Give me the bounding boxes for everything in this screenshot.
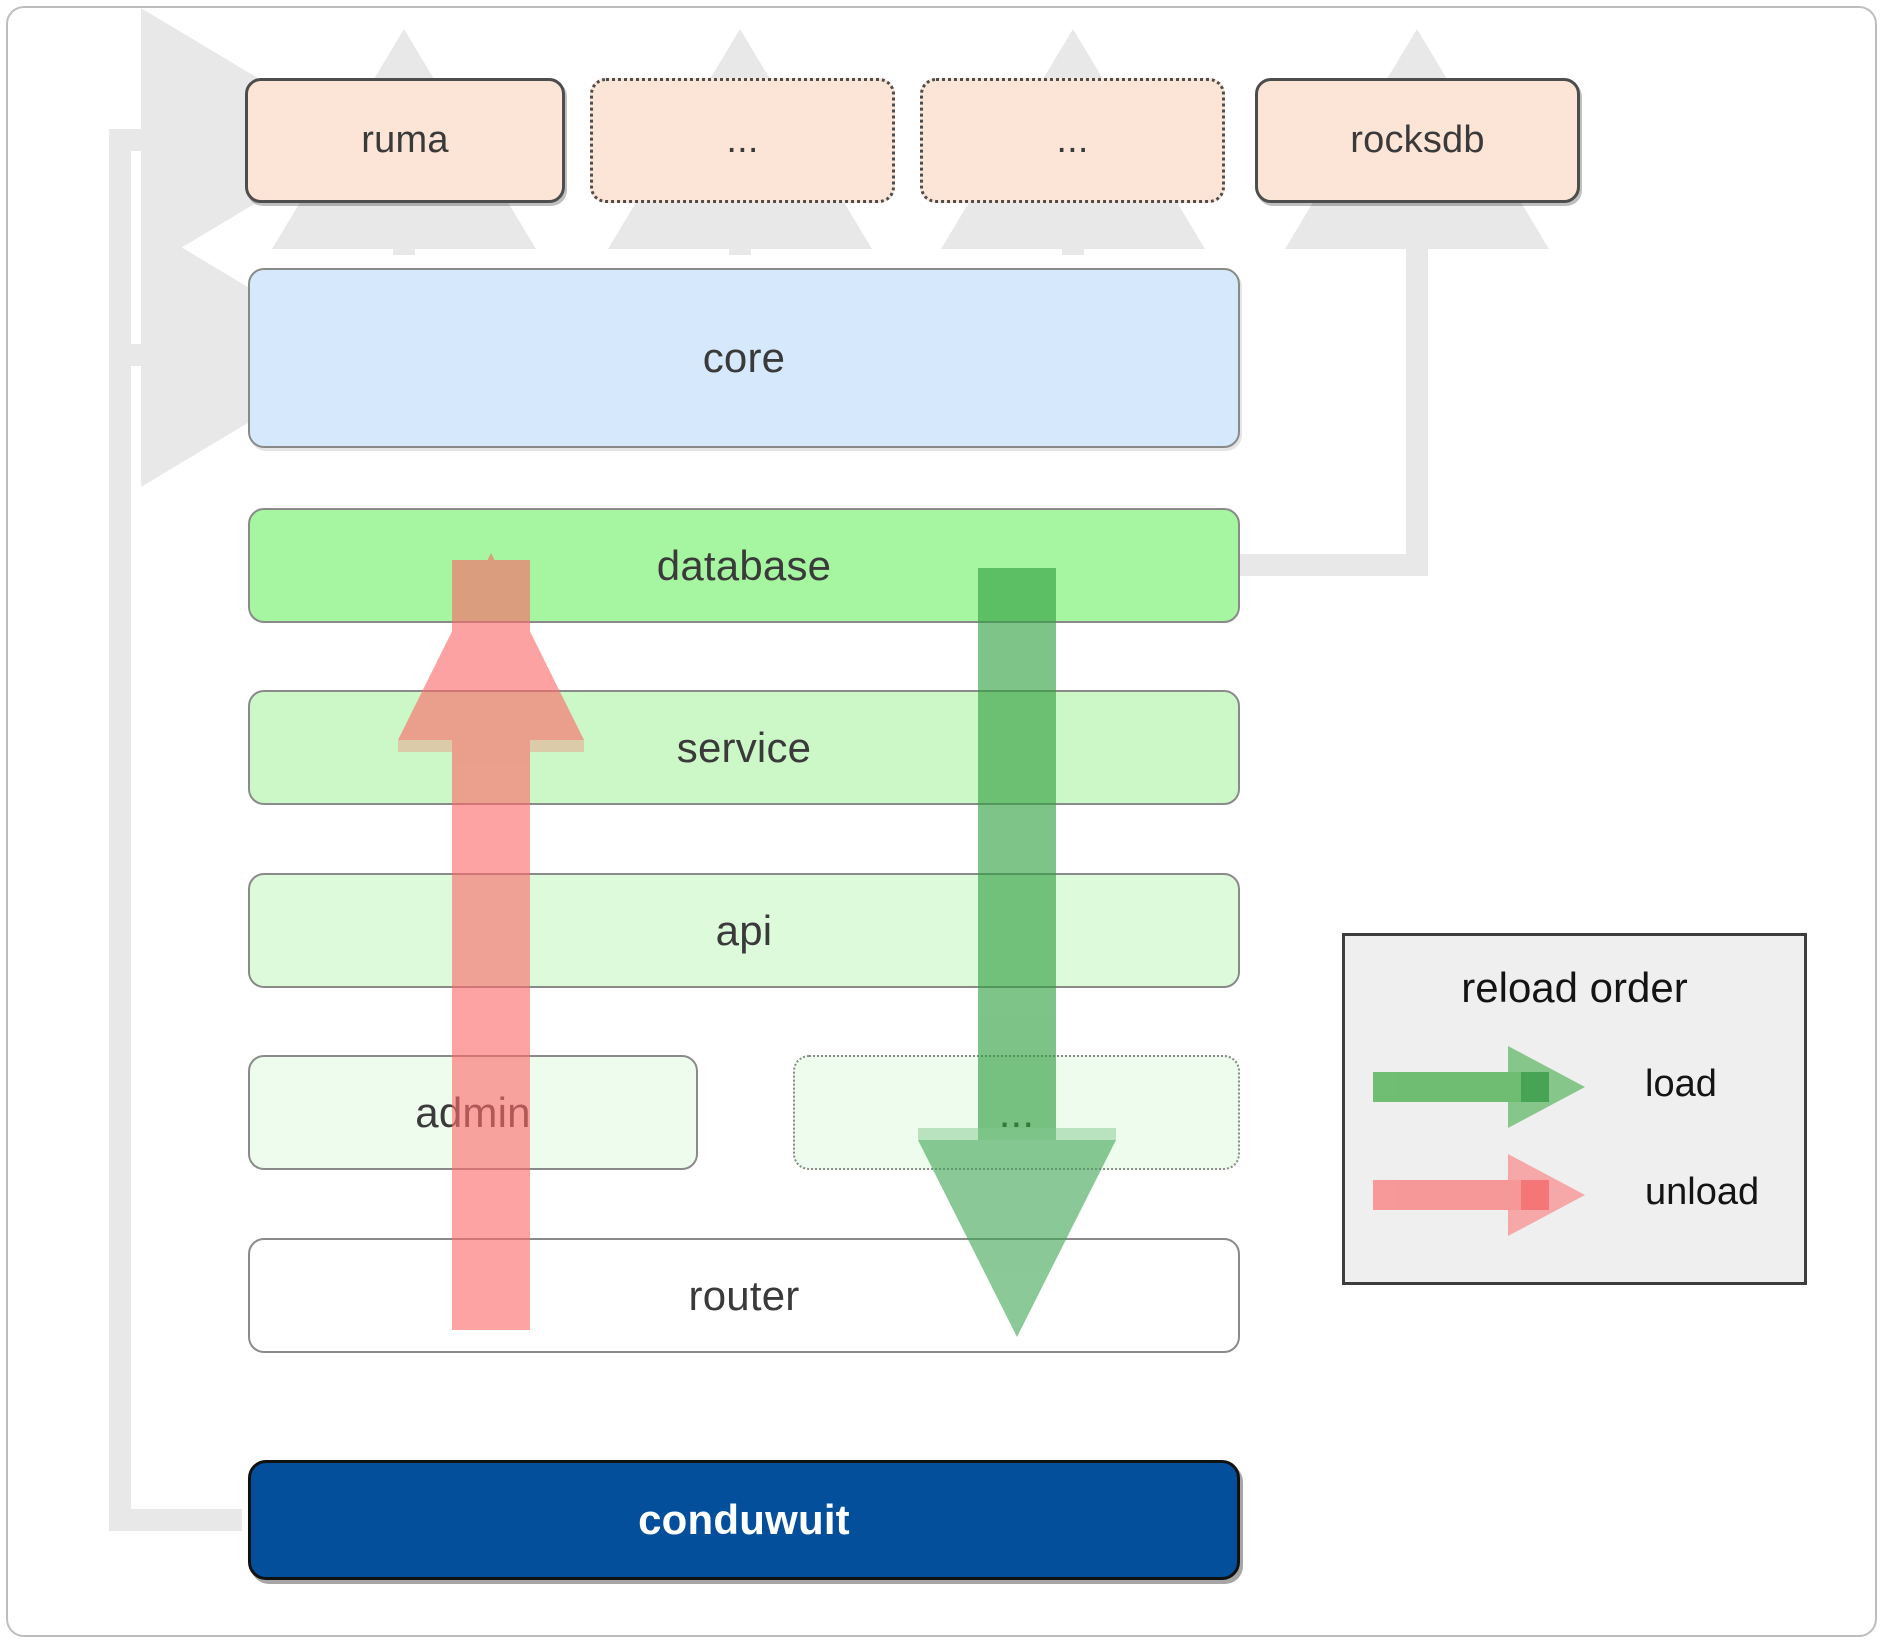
conduwuit-label: conduwuit (638, 1496, 850, 1543)
layer-row-ellipsis[interactable]: ... (793, 1055, 1240, 1170)
layer-label: router (688, 1271, 800, 1319)
legend-panel: reload order load unload (1342, 933, 1807, 1285)
crate-box-ellipsis-2[interactable]: ... (920, 78, 1225, 203)
diagram-frame (6, 6, 1877, 1637)
core-label: core (702, 334, 786, 381)
crate-label: ... (726, 119, 759, 161)
legend-label-unload: unload (1645, 1171, 1760, 1213)
layer-label: ... (998, 1088, 1035, 1136)
legend-title: reload order (1461, 964, 1688, 1011)
legend-label-load: load (1645, 1063, 1717, 1105)
crate-label: ruma (361, 119, 449, 161)
core-box[interactable]: core (248, 268, 1240, 448)
crate-box-ruma[interactable]: ruma (245, 78, 565, 203)
crate-label: rocksdb (1350, 119, 1485, 161)
layer-row-api[interactable]: api (248, 873, 1240, 988)
layer-row-database[interactable]: database (248, 508, 1240, 623)
crate-box-rocksdb[interactable]: rocksdb (1255, 78, 1580, 203)
crate-label: ... (1056, 119, 1089, 161)
layer-label: database (656, 541, 832, 589)
layer-row-admin[interactable]: admin (248, 1055, 698, 1170)
layer-row-service[interactable]: service (248, 690, 1240, 805)
layer-label: api (715, 906, 773, 954)
layer-label: admin (415, 1088, 531, 1136)
conduwuit-box[interactable]: conduwuit (248, 1460, 1240, 1580)
legend-arrow-load (1373, 1046, 1585, 1128)
legend-arrow-unload (1373, 1154, 1585, 1236)
crate-box-ellipsis-1[interactable]: ... (590, 78, 895, 203)
layer-row-router[interactable]: router (248, 1238, 1240, 1353)
layer-label: service (676, 723, 812, 771)
